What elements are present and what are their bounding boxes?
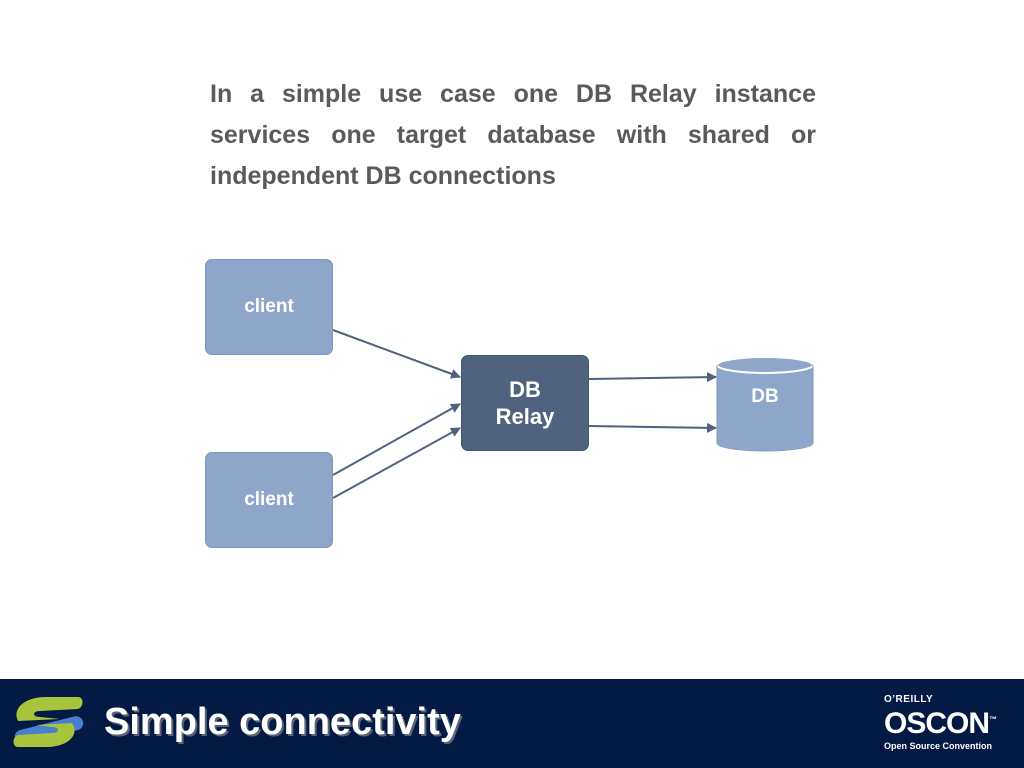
- client-node-1: client: [205, 259, 333, 355]
- oscon-brand-name-text: OSCON: [884, 707, 990, 740]
- client-node-2-label: client: [244, 489, 294, 510]
- db-relay-node: DB Relay: [461, 355, 589, 451]
- db-relay-label-line2: Relay: [495, 404, 555, 429]
- client-node-2: client: [205, 452, 333, 548]
- edge-relay-db-upper: [588, 372, 717, 383]
- database-cylinder-icon: [716, 356, 814, 452]
- intro-text: In a simple use case one DB Relay instan…: [210, 80, 816, 190]
- slide-title: Simple connectivity: [104, 701, 461, 743]
- edge-client2-relay-lower: [332, 427, 461, 499]
- edge-relay-db-lower: [588, 422, 717, 433]
- oreilly-brand: O’REILLY: [884, 694, 934, 705]
- diagram-connectors: [332, 329, 814, 499]
- oscon-brand-name: OSCON™: [884, 705, 1014, 739]
- client-node-1-label: client: [244, 296, 294, 317]
- db-relay-label-line1: DB: [509, 377, 541, 402]
- trademark-mark: ™: [989, 715, 997, 724]
- edge-client1-relay: [332, 329, 461, 379]
- s-logo-icon: [13, 697, 84, 747]
- oscon-logo: O’REILLY OSCON™ Open Source Convention: [884, 694, 1014, 751]
- db-node-label: DB: [751, 386, 779, 407]
- oscon-tagline: Open Source Convention: [884, 741, 993, 751]
- footer-bar: [0, 679, 1024, 768]
- edge-client2-relay-upper: [332, 403, 461, 476]
